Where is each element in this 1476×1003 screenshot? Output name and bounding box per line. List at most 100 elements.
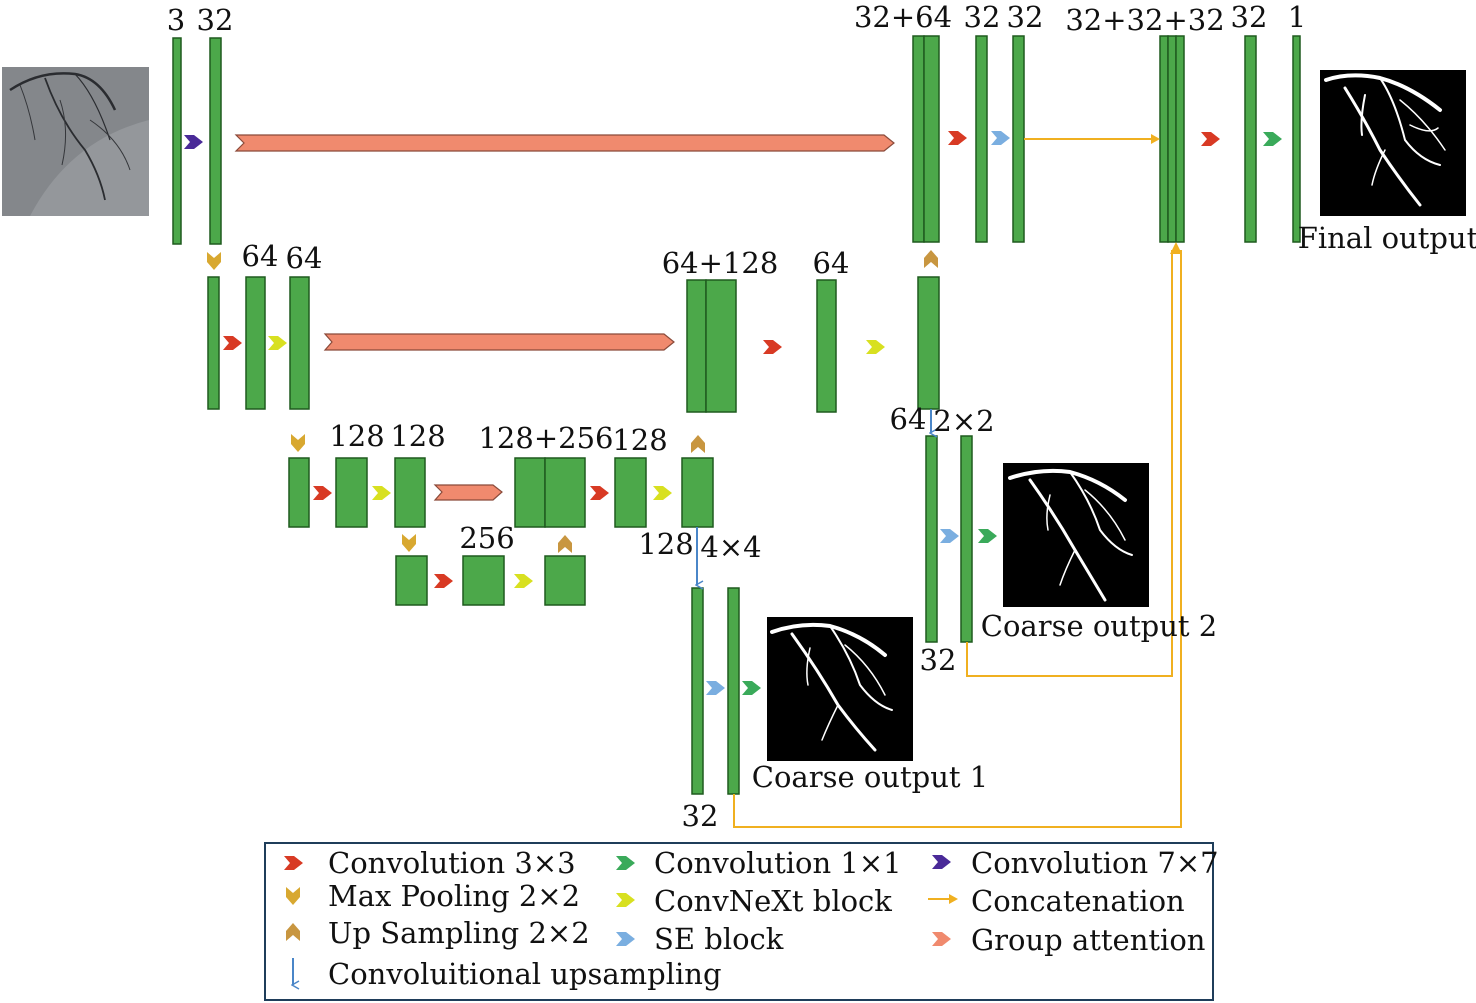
- label-b2-scale: 2×2: [933, 404, 994, 438]
- maxpool-icon: [291, 434, 305, 452]
- group-attention-l3: [433, 484, 503, 501]
- label-b2-out: 32: [920, 643, 957, 677]
- block-l3-pool: [288, 457, 310, 528]
- label-l2-c64b: 64: [286, 241, 323, 275]
- conv7x7-icon: [184, 135, 203, 149]
- legend-upconv-label: Convoluitional upsampling: [328, 957, 722, 991]
- label-b1-in: 128: [638, 527, 693, 561]
- block-l3-conv128b: [394, 457, 426, 528]
- block-l1-final32: [1244, 35, 1257, 243]
- legend-group-attention-icon: [932, 932, 951, 946]
- legend-convnext-label: ConvNeXt block: [654, 884, 892, 918]
- block-l3-cat-b: [544, 457, 586, 528]
- label-coarse-output-1: Coarse output 1: [752, 760, 988, 794]
- concat-arrowhead-up: [1170, 242, 1182, 254]
- conv1x1-icon: [742, 681, 761, 695]
- upsampling-icon: [691, 435, 705, 453]
- convnext-icon: [372, 486, 391, 500]
- block-l2-cat-b: [705, 279, 737, 413]
- legend-upsampling-icon: [286, 923, 300, 941]
- legend-conv1x1-icon: [616, 856, 635, 870]
- label-l3-d128: 128: [612, 423, 667, 457]
- conv3x3-icon: [948, 131, 967, 145]
- legend-frame: [264, 842, 1214, 1001]
- convnext-icon: [268, 336, 287, 350]
- block-b1-b: [727, 587, 740, 795]
- label-l2-c64a: 64: [242, 239, 279, 273]
- block-l1-cat3-c: [1175, 35, 1185, 243]
- maxpool-icon: [402, 534, 416, 552]
- coarse-output-1-image: [767, 617, 913, 761]
- concat-arrowhead-l1: [1151, 134, 1160, 144]
- legend-conv3x3-icon: [284, 856, 303, 870]
- label-b1-scale: 4×4: [700, 530, 761, 564]
- conv3x3-icon: [1201, 132, 1220, 146]
- legend-conv7x7-icon: [932, 855, 951, 869]
- label-l2-d64: 64: [813, 246, 850, 280]
- label-l2-cat: 64+128: [662, 246, 779, 280]
- group-attention-l2: [323, 333, 675, 351]
- label-coarse-output-2: Coarse output 2: [981, 609, 1217, 643]
- conv3x3-icon: [590, 486, 609, 500]
- block-l1-input: [172, 37, 182, 245]
- upsampling-icon: [924, 250, 938, 268]
- block-l1-cat3-a: [1159, 35, 1169, 243]
- block-l2-pool: [207, 276, 220, 410]
- legend-conv1x1-label: Convolution 1×1: [654, 846, 902, 880]
- block-l3-dec128: [614, 457, 647, 528]
- label-l1-in: 3: [167, 3, 185, 37]
- conv3x3-icon: [313, 486, 332, 500]
- label-l1-d2: 32: [1007, 0, 1044, 34]
- upsampling-icon: [558, 535, 572, 553]
- legend-se-label: SE block: [654, 922, 784, 956]
- block-l1-dec32a: [975, 35, 988, 243]
- legend-concat-arrowhead: [949, 894, 958, 904]
- label-l1-cat: 32+64: [854, 0, 952, 34]
- input-angiogram-image: [2, 67, 149, 216]
- block-l4-conv256: [462, 555, 505, 606]
- block-l2-cat-a: [686, 279, 707, 413]
- block-l1-dec32b: [1012, 35, 1025, 243]
- block-l3-up: [681, 457, 714, 528]
- block-b2-b: [960, 435, 973, 643]
- convnext-icon: [653, 486, 672, 500]
- conv3x3-icon: [434, 574, 453, 588]
- block-l1-cat-a: [912, 35, 925, 243]
- legend-upsampling-label: Up Sampling 2×2: [328, 916, 590, 950]
- label-l3-cat: 128+256: [478, 421, 613, 455]
- label-l4-c256: 256: [459, 521, 514, 555]
- conv3x3-icon: [223, 336, 242, 350]
- final-output-image: [1320, 70, 1466, 216]
- label-l1-out: 1: [1288, 0, 1306, 34]
- concat-line-b2: [966, 250, 1173, 677]
- block-l2-dec64: [816, 279, 837, 413]
- legend-group-attention-label: Group attention: [971, 923, 1205, 957]
- block-l2-conv64b: [289, 276, 310, 410]
- block-l2-up: [917, 276, 940, 410]
- conv1x1-icon: [978, 529, 997, 543]
- block-l4-pool: [395, 555, 428, 606]
- legend-se-icon: [616, 932, 635, 946]
- block-l3-conv128a: [335, 457, 368, 528]
- block-l1-conv32: [209, 37, 222, 245]
- conv3x3-icon: [763, 340, 782, 354]
- maxpool-icon: [207, 252, 221, 270]
- legend-conv7x7-label: Convolution 7×7: [971, 846, 1219, 880]
- legend-convnext-icon: [616, 893, 635, 907]
- se-block-icon: [940, 529, 959, 543]
- concat-line-b1: [733, 250, 1182, 828]
- operation-icons: [184, 131, 1282, 695]
- label-l1-cat3: 32+32+32: [1065, 3, 1224, 37]
- block-l1-cat3-b: [1167, 35, 1177, 243]
- label-b1-out: 32: [682, 799, 719, 833]
- label-final-output: Final output: [1298, 221, 1476, 255]
- convnext-icon: [866, 340, 885, 354]
- block-l4-out: [544, 555, 586, 606]
- legend-concat-label: Concatenation: [971, 884, 1185, 918]
- legend-maxpool-label: Max Pooling 2×2: [328, 879, 580, 913]
- block-l2-conv64a: [245, 276, 266, 410]
- group-attention-l1: [234, 134, 895, 152]
- block-l1-out1: [1292, 35, 1301, 243]
- label-b2-in: 64: [890, 402, 927, 436]
